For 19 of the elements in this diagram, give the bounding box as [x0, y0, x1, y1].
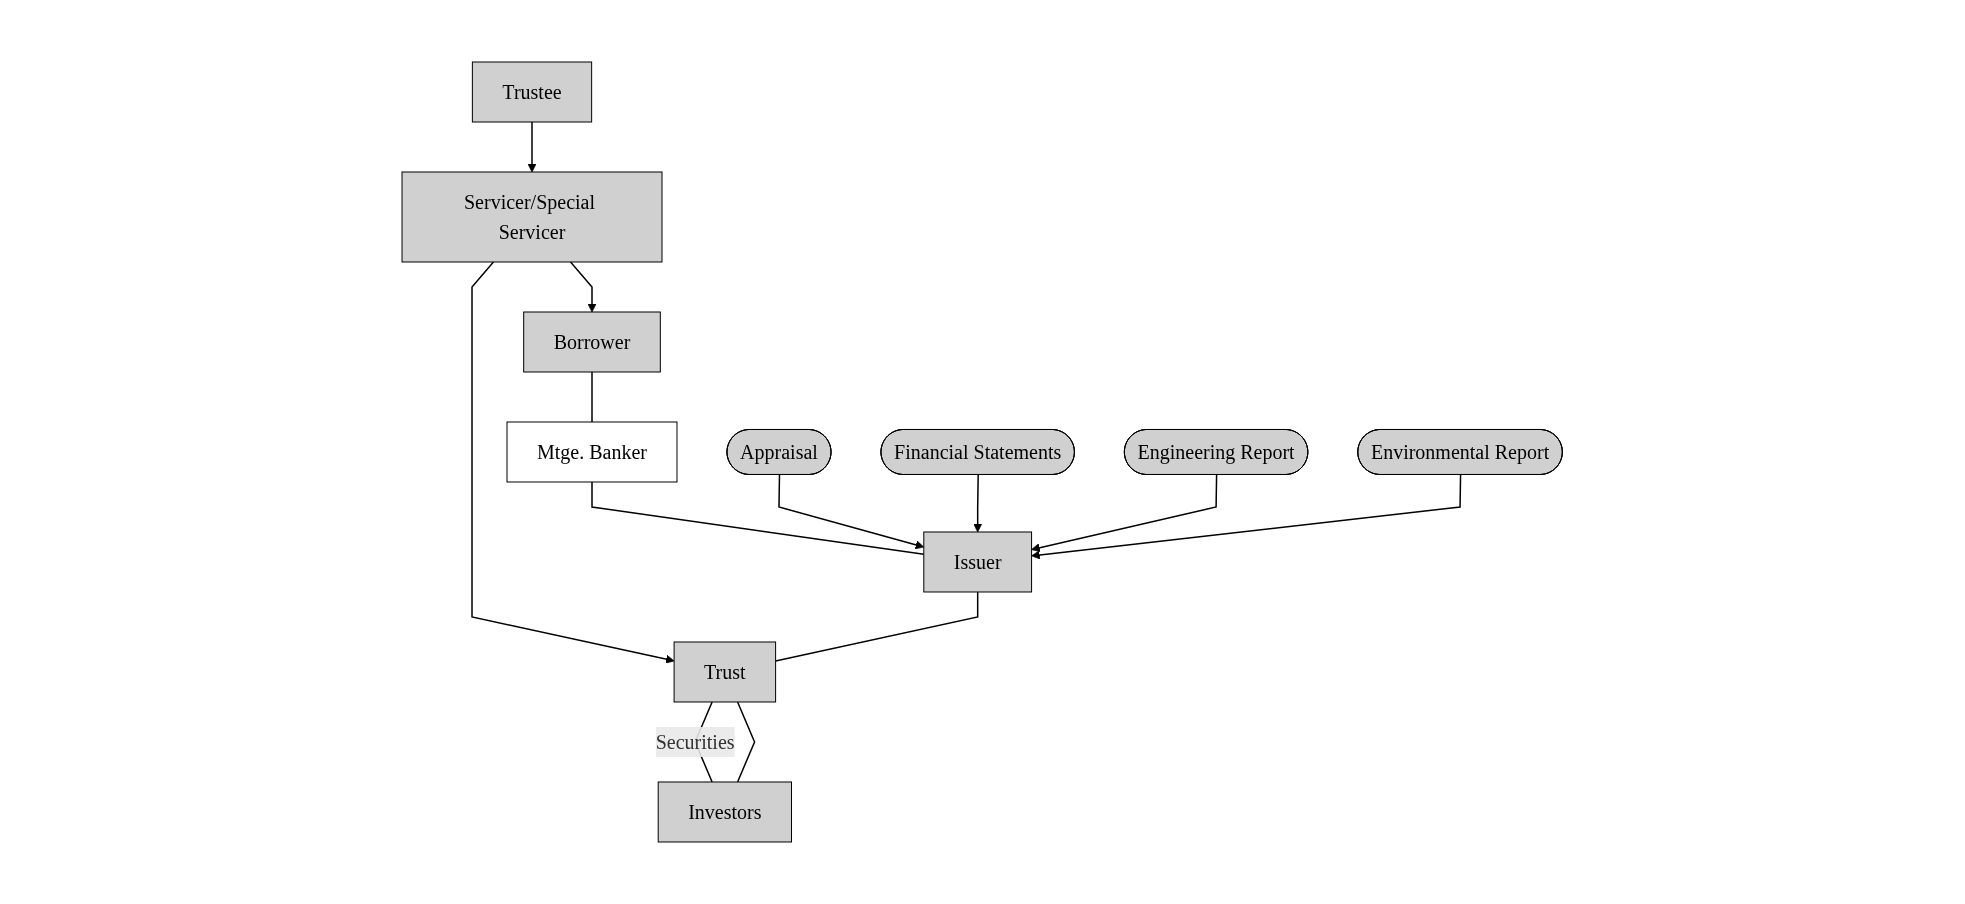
node-box: Trustee [472, 61, 593, 123]
arrow [778, 474, 925, 550]
edge-label: Securities [656, 730, 735, 753]
arrow [973, 474, 983, 533]
arrow [1031, 474, 1462, 560]
node-box: Trust [673, 641, 777, 703]
arrow [1031, 474, 1218, 553]
node-box: Servicer/Special Servicer [401, 171, 663, 263]
arrow [471, 261, 675, 664]
node-box: Investors [658, 781, 793, 843]
node-box: Borrower [523, 311, 662, 373]
node-box: Mtge. Banker [506, 421, 678, 483]
arrow [570, 261, 597, 313]
connector [591, 481, 925, 556]
node-box: Issuer [923, 531, 1033, 593]
connector [775, 591, 979, 662]
arrow [527, 121, 537, 173]
connector [737, 701, 756, 783]
connector [591, 371, 594, 423]
